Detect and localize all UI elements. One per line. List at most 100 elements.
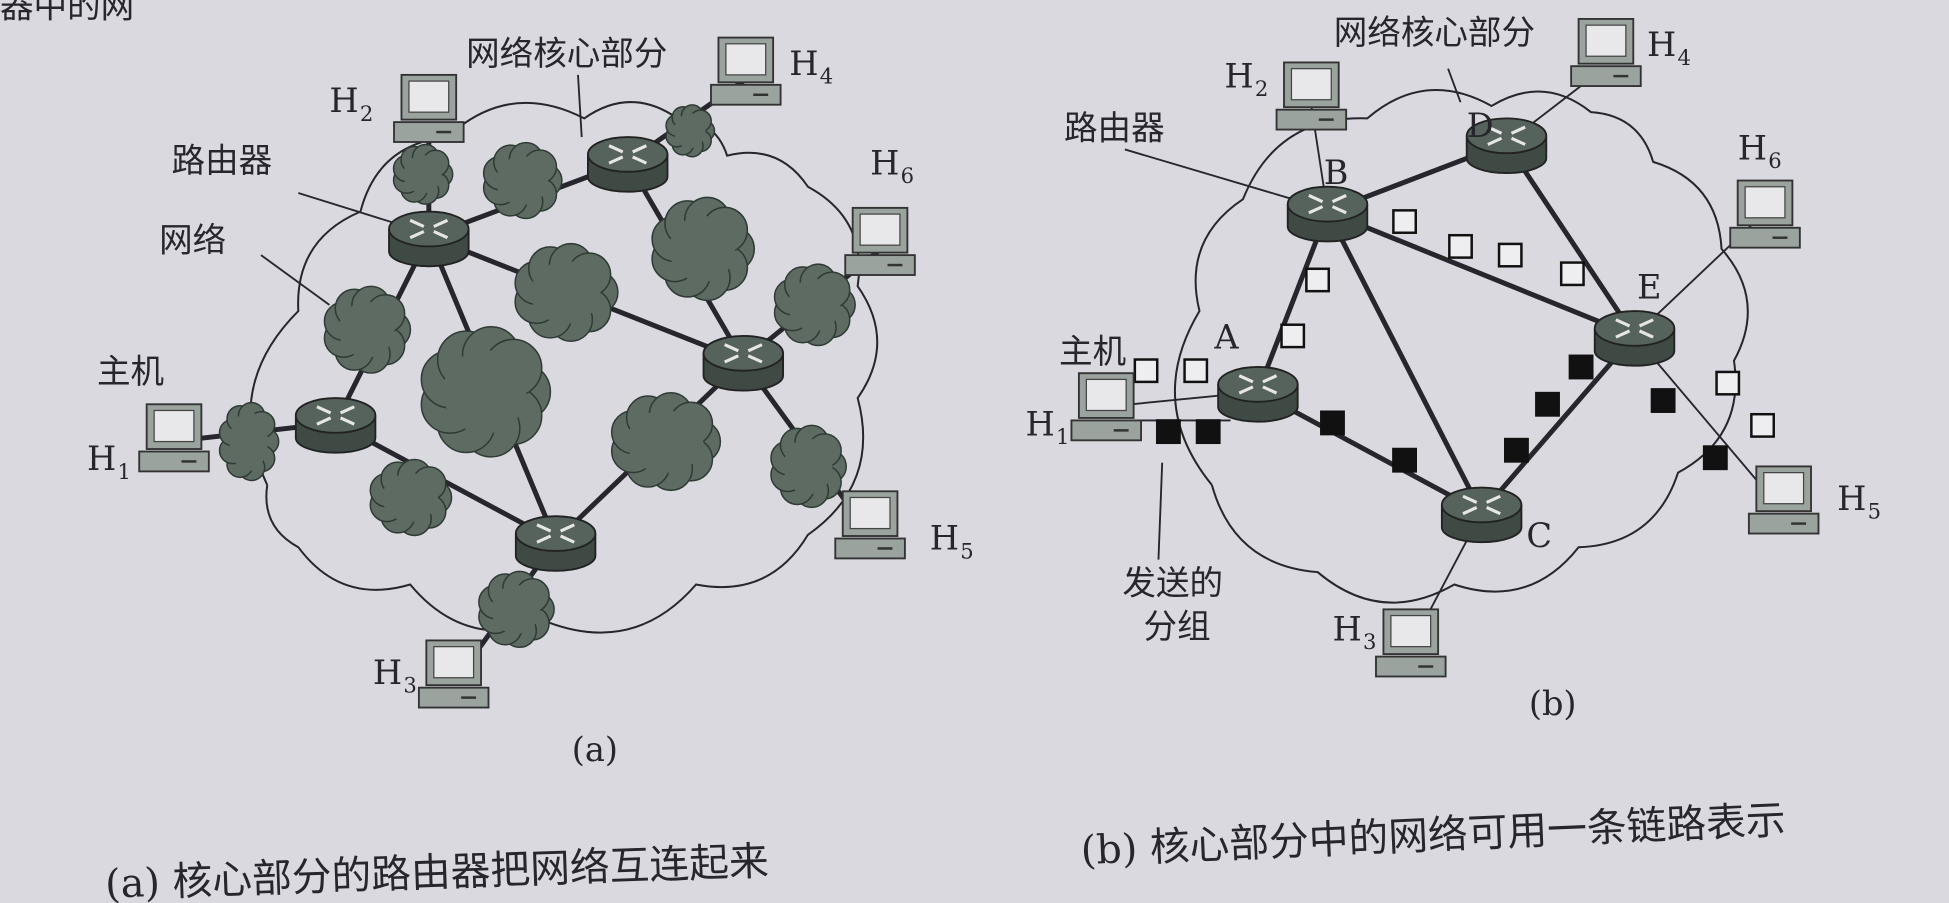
host-letter: H <box>1837 479 1866 518</box>
router-r4 <box>702 334 785 392</box>
computer-icon <box>710 36 782 106</box>
router-r3 <box>294 397 377 454</box>
link-line <box>1504 141 1637 338</box>
network-cloud <box>478 570 555 649</box>
host-b-h6: H6 <box>1729 128 1801 249</box>
packet-filled <box>1702 445 1728 471</box>
b-core-outline <box>1173 88 1749 604</box>
host-label: H4 <box>789 44 833 89</box>
router-label-e: E <box>1637 268 1661 307</box>
host-subscript: 3 <box>403 673 416 698</box>
packet-filled <box>1535 391 1560 417</box>
host-subscript: 3 <box>1363 629 1376 654</box>
router-r1 <box>388 210 470 268</box>
packet-filled <box>1650 388 1676 413</box>
b-packets-label-2: 分组 <box>1144 607 1211 646</box>
host-subscript: 6 <box>1768 148 1781 173</box>
network-cloud <box>218 401 280 482</box>
pointer-line <box>298 192 399 225</box>
packet-open <box>1183 358 1209 384</box>
host-a-h1: H1 <box>87 403 210 484</box>
host-a-h6: H6 <box>844 143 916 276</box>
network-cloud <box>323 285 412 374</box>
b-host-label: 主机 <box>1059 332 1126 371</box>
host-letter: H <box>870 143 899 182</box>
computer-icon <box>1747 465 1820 535</box>
b-router-label: 路由器 <box>1064 109 1165 148</box>
router-c <box>1440 486 1523 544</box>
host-a-h3: H3 <box>373 639 490 709</box>
computer-icon <box>844 206 916 276</box>
packet-open <box>1715 370 1741 396</box>
router-arrows-icon <box>1615 318 1654 339</box>
host-b-h2: H2 <box>1224 56 1348 131</box>
network-cloud <box>420 326 552 458</box>
computer-icon <box>1375 608 1447 678</box>
packet-filled <box>1195 419 1221 445</box>
b-core-label: 网络核心部分 <box>1334 13 1535 52</box>
host-a-h2: H2 <box>329 73 465 143</box>
router-r5 <box>514 515 597 572</box>
network-cloud <box>392 143 454 205</box>
host-a-h4: H4 <box>710 36 833 106</box>
router-d <box>1465 117 1548 175</box>
computer-icon <box>1729 179 1801 249</box>
a-router-label: 路由器 <box>172 141 273 180</box>
a-host-label: 主机 <box>97 352 164 391</box>
network-cloud <box>514 242 619 342</box>
host-label: H3 <box>1332 609 1376 654</box>
network-cloud <box>770 424 847 509</box>
host-letter: H <box>1224 56 1253 95</box>
router-label-c: C <box>1526 516 1552 555</box>
host-subscript: 1 <box>118 459 131 484</box>
host-subscript: 4 <box>1677 45 1690 70</box>
computer-icon <box>393 73 465 143</box>
router-arrows-icon <box>724 343 763 364</box>
host-label: H5 <box>1837 479 1881 524</box>
router-arrows-icon <box>1462 494 1501 516</box>
host-label: H6 <box>1738 128 1782 173</box>
a-figure-label: (a) <box>572 730 618 769</box>
link-line <box>1325 210 1484 514</box>
host-label: H4 <box>1647 25 1691 70</box>
host-letter: H <box>1025 404 1054 443</box>
host-subscript: 2 <box>1255 76 1268 101</box>
packet-open <box>1497 242 1523 268</box>
a-core-label: 网络核心部分 <box>466 34 667 73</box>
b-packets-label-1: 发送的 <box>1122 563 1223 602</box>
packet-open <box>1750 412 1775 438</box>
packet-open <box>1559 261 1585 287</box>
packet-open <box>1280 323 1306 349</box>
router-arrows-icon <box>608 144 647 165</box>
host-b-h5: H5 <box>1747 465 1881 535</box>
host-subscript: 4 <box>820 64 833 89</box>
host-letter: H <box>789 44 818 83</box>
caption-a: (a) 核心部分的路由器把网络互连起来 <box>104 839 769 903</box>
pointer-line <box>577 74 583 138</box>
pointer-line <box>1447 68 1462 103</box>
packet-open <box>1305 267 1330 293</box>
network-cloud <box>651 196 755 302</box>
network-cloud <box>773 263 856 347</box>
network-cloud <box>610 392 722 492</box>
host-label: H5 <box>930 519 974 564</box>
network-cloud <box>482 141 563 220</box>
computer-icon <box>1275 61 1348 131</box>
host-label: H3 <box>373 653 417 698</box>
caption-b: (b) 核心部分中的网络可用一条链路表示 <box>1080 797 1787 874</box>
link-line <box>1326 209 1636 339</box>
host-subscript: 6 <box>901 163 914 188</box>
network-cloud <box>369 458 453 537</box>
packet-filled <box>1155 419 1181 445</box>
router-arrows-icon <box>1308 194 1347 215</box>
page-fragment-text: 器中的网 <box>0 0 134 26</box>
packet-filled <box>1504 437 1529 463</box>
packet-filled <box>1320 410 1345 436</box>
packet-open <box>1133 358 1159 384</box>
pointer-line <box>1124 148 1293 201</box>
host-letter: H <box>373 653 402 692</box>
computer-icon <box>1570 18 1642 87</box>
router-r2 <box>586 136 669 193</box>
router-b <box>1286 185 1369 243</box>
